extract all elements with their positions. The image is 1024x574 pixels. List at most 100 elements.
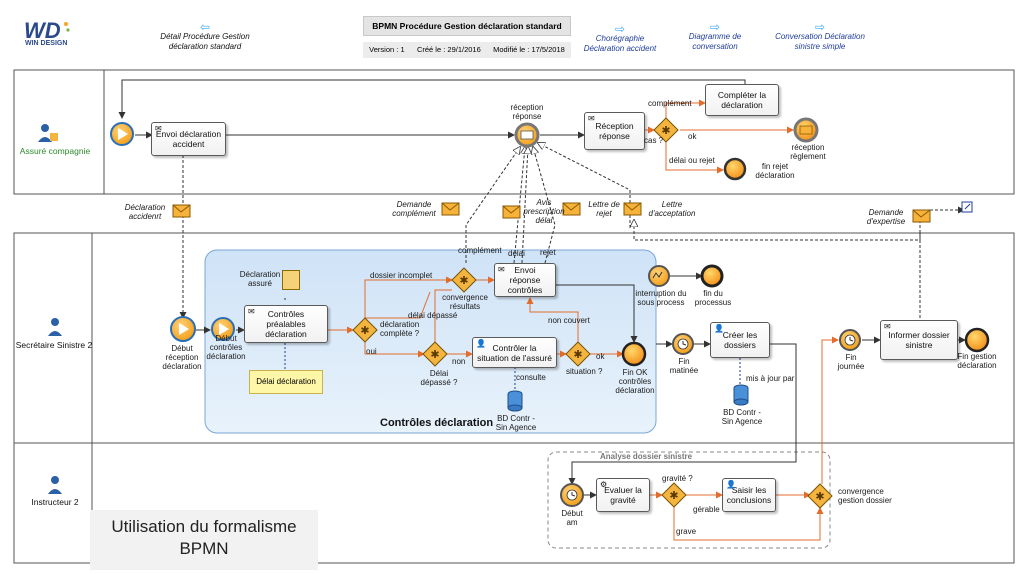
database-icon xyxy=(507,390,523,412)
interrupt-event[interactable] xyxy=(648,265,670,287)
task-envoi-reponse[interactable]: ✉Envoi réponse contrôles xyxy=(494,263,556,297)
svg-text:✱: ✱ xyxy=(459,275,468,287)
flow-label-ok: ok xyxy=(688,132,697,141)
message-lettre-rejet: Lettre de rejet xyxy=(588,200,620,218)
win-design-logo-icon: WD xyxy=(24,18,70,43)
flow-label-consulte: consulte xyxy=(516,373,546,382)
task-controles-prealables[interactable]: ✉Contrôles préalables déclaration xyxy=(244,305,328,343)
created-text: Créé le : 29/1/2016 xyxy=(416,45,481,54)
nav-back-label: Détail Procédure Gestion déclaration sta… xyxy=(160,32,250,51)
subprocess-analyse-title: Analyse dossier sinistre xyxy=(600,452,693,461)
flow-label-dossier-incomplet: dossier incomplet xyxy=(370,271,433,280)
flow-label-delai-depasse: délai dépassé xyxy=(408,311,458,320)
label-bd-2: BD Contr - Sin Agence xyxy=(721,408,763,426)
svg-text:✱: ✱ xyxy=(430,349,439,361)
gateway-complete[interactable]: ✱ xyxy=(352,317,378,343)
data-object-declaration[interactable] xyxy=(282,270,300,290)
label-declaration-complete: déclaration complète ? xyxy=(380,320,420,338)
label-gravite: gravité ? xyxy=(662,474,693,483)
message-avis-prescription: Avis prescription délai xyxy=(523,198,565,225)
caption-line2: BPMN xyxy=(179,539,229,558)
label-fin-matinee: Fin matinée xyxy=(669,357,699,375)
message-demande-complement: Demande complément xyxy=(392,200,436,218)
arrow-right-icon: ⇨ xyxy=(814,20,826,34)
lane-instructeur-label: Instructeur 2 xyxy=(31,497,79,507)
arrow-right-icon: ⇨ xyxy=(614,22,626,36)
label-fin-gestion: Fin gestion déclaration xyxy=(957,352,997,370)
label-fin-ok: Fin OK contrôles déclaration xyxy=(615,368,655,395)
label-situation: situation ? xyxy=(566,367,603,376)
envelope-icon: ✉ xyxy=(248,307,255,316)
annotation-delai-declaration[interactable]: Délai déclaration xyxy=(249,370,323,394)
nav-link-conversation[interactable]: ⇨ Diagramme de conversation xyxy=(678,20,752,52)
user-icon xyxy=(48,318,62,336)
user-icon xyxy=(38,124,58,142)
flow-label-non: non xyxy=(452,357,466,366)
nav-back-link[interactable]: ⇦ Détail Procédure Gestion déclaration s… xyxy=(150,20,260,52)
arrow-left-icon: ⇦ xyxy=(199,20,211,34)
label-cas: cas ? xyxy=(644,136,664,145)
flow-label-mis-a-jour: mis à jour par xyxy=(746,374,795,383)
svg-text:✱: ✱ xyxy=(360,325,369,337)
envelope-icon: ✉ xyxy=(884,322,891,331)
task-evaluer-gravite[interactable]: ⚙Evaluer la gravité xyxy=(596,478,650,512)
flow-label-ok2: ok xyxy=(596,352,605,361)
message-declaration-accident: Déclaration accidenrt xyxy=(124,203,166,221)
label-fin-rejet: fin rejet déclaration xyxy=(755,162,795,180)
gear-icon: ⚙ xyxy=(600,480,608,489)
task-saisir-conclusions[interactable]: 👤Saisir les conclusions xyxy=(722,478,776,512)
database-icon xyxy=(733,384,749,406)
subprocess-analyse[interactable] xyxy=(547,451,831,549)
label-convergence-dossier: convergence gestion dossier xyxy=(838,487,892,505)
gateway-situation[interactable]: ✱ xyxy=(565,341,591,367)
user-icon: 👤 xyxy=(714,324,724,333)
arrow-right-icon: ⇨ xyxy=(709,20,721,34)
envelope-icon xyxy=(502,205,521,219)
task-completer-declaration[interactable]: Compléter la déclaration xyxy=(705,84,779,116)
flow-label-complement: complément xyxy=(648,99,692,108)
flow-label-rejet: rejet xyxy=(540,248,556,257)
envelope-icon xyxy=(441,202,460,216)
nav-link-choreographie[interactable]: ⇨ Chorégraphie Déclaration accident xyxy=(580,22,660,54)
end-event[interactable] xyxy=(621,341,647,367)
task-envoi-declaration[interactable]: ✉Envoi déclaration accident xyxy=(151,122,226,156)
svg-text:WD: WD xyxy=(24,18,61,43)
label-reception-reglement: réception règlement xyxy=(790,143,826,161)
task-reception-reponse[interactable]: ✉Réception réponse xyxy=(584,112,645,150)
task-informer-dossier[interactable]: ✉Informer dossier sinistre xyxy=(880,320,958,360)
end-event[interactable] xyxy=(723,157,747,181)
envelope-icon: ✉ xyxy=(498,265,505,274)
envelope-icon xyxy=(912,209,931,223)
task-creer-dossiers[interactable]: 👤Créer les dossiers xyxy=(710,322,770,358)
envelope-icon: ✉ xyxy=(155,124,162,133)
title-box: BPMN Procédure Gestion déclaration stand… xyxy=(363,16,571,58)
svg-text:✱: ✱ xyxy=(661,125,670,137)
end-event[interactable] xyxy=(964,327,990,353)
envelope-icon xyxy=(562,202,581,216)
lane-assure-label: Assuré compagnie xyxy=(19,146,91,156)
nav-link-conversation-sinistre[interactable]: ⇨ Conversation Déclaration sinistre simp… xyxy=(770,20,870,52)
nav-link-label: Conversation Déclaration sinistre simple xyxy=(775,32,865,51)
user-icon: 👤 xyxy=(476,339,486,348)
label-debut-am: Début am xyxy=(561,509,583,527)
label-fin-journee: Fin journée xyxy=(837,353,865,371)
caption-line1: Utilisation du formalisme xyxy=(111,517,297,536)
message-lettre-acceptation: Lettre d'acceptation xyxy=(648,200,696,218)
nav-link-label: Diagramme de conversation xyxy=(688,32,742,51)
gateway-gravite[interactable]: ✱ xyxy=(661,482,687,508)
gateway-cas[interactable]: ✱ xyxy=(653,117,679,143)
external-link-icon[interactable] xyxy=(961,201,973,213)
gateway-convergence-dossier[interactable]: ✱ xyxy=(807,483,833,509)
label-fin-processus: fin du processus xyxy=(694,289,732,307)
gateway-delai[interactable]: ✱ xyxy=(422,341,448,367)
label-interruption: interruption du sous process xyxy=(635,289,687,307)
flow-label-oui: oui xyxy=(366,347,377,356)
label-bd-1: BD Contr - Sin Agence xyxy=(495,414,537,432)
svg-text:✱: ✱ xyxy=(573,349,582,361)
subprocess-controles-title: Contrôles déclaration xyxy=(380,417,494,429)
label-declaration-assure: Déclaration assuré xyxy=(239,270,281,288)
label-delai-depasse-q: Délai dépassé ? xyxy=(420,369,458,387)
task-controler-situation[interactable]: 👤Contrôler la situation de l'assuré xyxy=(472,337,557,368)
end-event[interactable] xyxy=(700,264,724,288)
gateway-convergence[interactable]: ✱ xyxy=(451,267,477,293)
